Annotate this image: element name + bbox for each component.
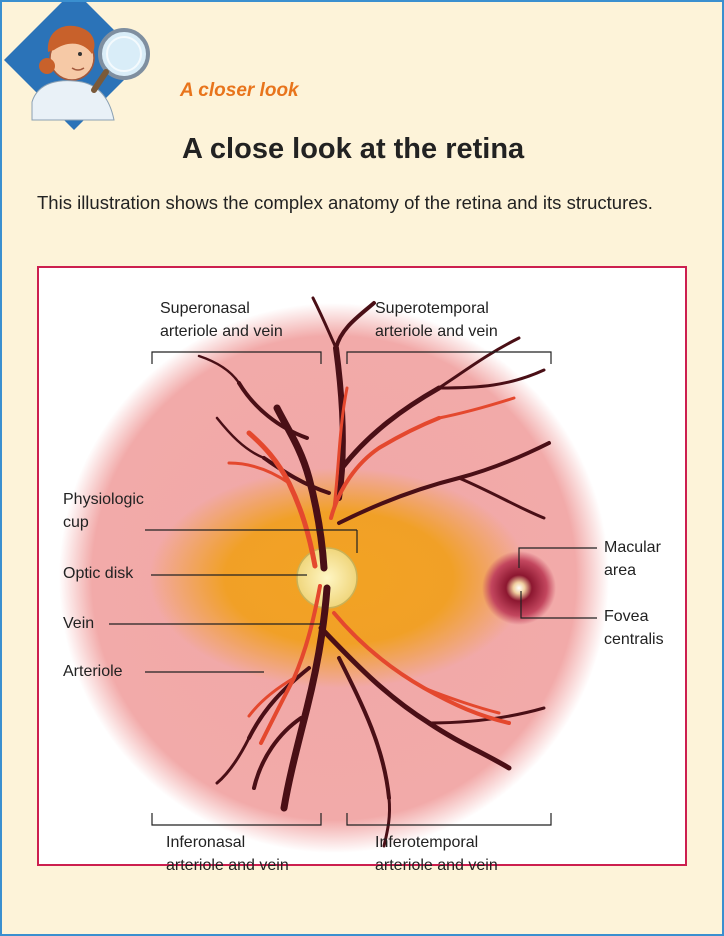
label-superonasal: Superonasal arteriole and vein <box>160 297 283 343</box>
label-macular-area: Macular area <box>604 536 661 582</box>
label-inferotemporal: Inferotemporal arteriole and vein <box>375 831 498 877</box>
page-title: A close look at the retina <box>182 133 524 166</box>
label-fovea-centralis: Fovea centralis <box>604 605 664 651</box>
label-arteriole: Arteriole <box>63 660 123 683</box>
label-vein: Vein <box>63 612 94 635</box>
label-optic-disk: Optic disk <box>63 562 133 585</box>
intro-text: This illustration shows the complex anat… <box>37 187 687 219</box>
label-superotemporal: Superotemporal arteriole and vein <box>375 297 498 343</box>
retina-figure: Superonasal arteriole and vein Superotem… <box>37 266 687 866</box>
magnifying-glass-girl-icon <box>2 2 182 132</box>
retina-illustration <box>39 268 685 864</box>
kicker-label: A closer look <box>180 80 299 102</box>
label-physiologic-cup: Physiologic cup <box>63 488 144 534</box>
label-inferonasal: Inferonasal arteriole and vein <box>166 831 289 877</box>
